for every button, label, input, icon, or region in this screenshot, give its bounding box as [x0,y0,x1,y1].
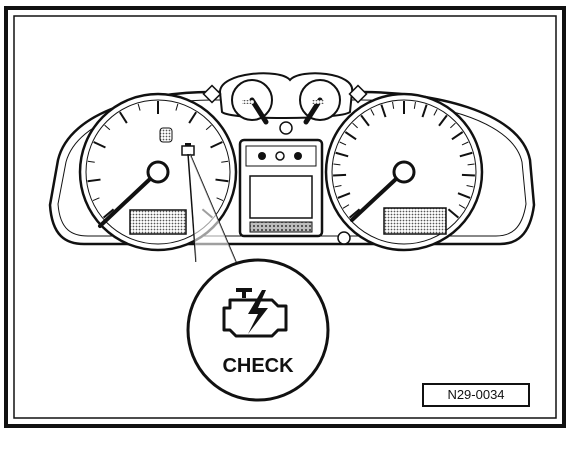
centre-warning-lamp [279,121,293,135]
tachometer-tick [221,160,229,163]
speedometer-tick [392,101,395,109]
callout-leader [187,153,237,263]
speedometer-tick [451,131,464,141]
speedometer-tick [421,104,428,118]
tachometer-tick [215,178,229,183]
centre-display [238,138,324,238]
speedometer-tick [344,131,357,141]
tachometer-tick [188,111,197,124]
speedometer-hub [392,160,416,184]
speedometer-needle [350,177,398,222]
odometer-display [383,207,447,235]
warning-diamond-right [348,84,368,104]
tachometer-tick [205,124,212,131]
speedometer [324,92,484,252]
speedometer-tick [352,122,358,129]
top-gauges [202,72,368,135]
speedometer-tick [467,163,475,166]
speedometer-tick [433,108,438,116]
speedometer-tick [413,101,416,109]
indicator-lamp-1 [258,152,266,160]
tachometer-tick [137,103,141,111]
speedometer-tick [334,184,342,188]
tachometer-tick [93,141,106,149]
tachometer-tick [87,178,101,183]
speedometer-tick [458,204,466,209]
tachometer-tick [119,111,128,124]
speedometer-tick [380,104,387,118]
speedometer-tick [370,108,375,116]
reference-code: N29-0034 [422,383,530,407]
speedometer-tick [447,208,460,219]
speedometer-tick [333,173,347,177]
oil-lamp-icon [159,127,173,143]
speedometer-tick [450,122,456,129]
indicator-lamp-2 [275,151,285,161]
tachometer-needle [98,177,152,228]
tachometer-tick [216,197,224,202]
tachometer-tick [175,103,179,111]
speedometer-tick [459,151,473,158]
indicator-lamp-3 [294,152,302,160]
speedometer-tick [333,163,341,166]
callout-label: CHECK [222,355,294,377]
tachometer-tick [104,124,111,131]
centre-lcd [249,175,313,219]
tachometer-tick [87,160,95,163]
tachometer-tick [92,197,100,202]
speedometer-tick [360,114,370,127]
tachometer-tick [102,208,115,219]
speedometer-tick [457,192,471,199]
speedometer-tick [466,184,474,188]
speedometer-tick [348,208,361,219]
speedometer-tick [337,192,351,199]
tachometer-hub [146,160,170,184]
engine-check-icon [222,288,288,338]
speedometer-tick [339,141,347,146]
speedometer-tick [438,114,448,127]
check-engine-callout: CHECK [186,258,330,402]
tachometer-display [129,209,187,235]
speedometer-tick [461,141,469,146]
speedometer-tick [342,204,350,209]
centre-lcd-lower [249,221,313,233]
tachometer-tick [210,141,223,149]
speedometer-tick [461,173,475,177]
warning-diamond-left [202,84,222,104]
speedometer-tick [335,151,349,158]
trip-reset-knob [337,231,351,245]
